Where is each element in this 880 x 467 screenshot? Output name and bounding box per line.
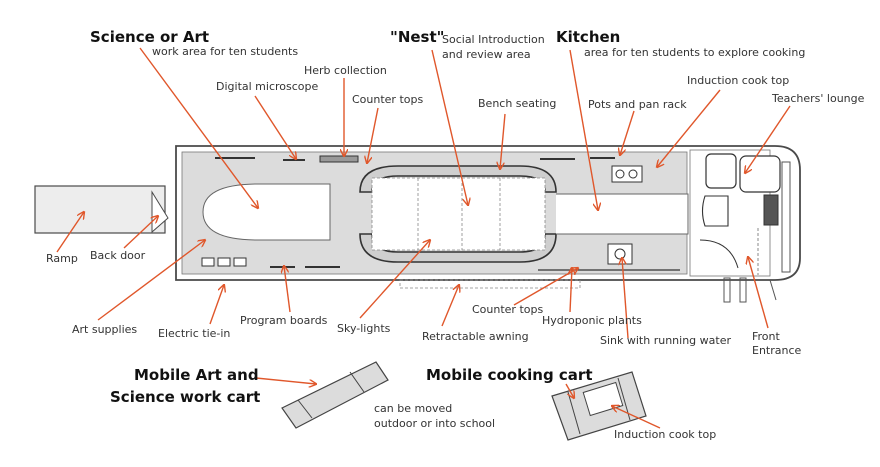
cart-moved-line-2: outdoor or into school	[374, 417, 496, 430]
teachers-lounge-label: Teachers' lounge	[772, 92, 865, 105]
bench-seating-label: Bench seating	[478, 97, 557, 110]
nest-description-line-1: Social Introduction	[442, 33, 545, 46]
front-entrance-line-2: Entrance	[752, 344, 802, 357]
ramp-label: Ramp	[46, 252, 78, 265]
program-boards-label: Program boards	[240, 314, 328, 327]
sink-label: Sink with running water	[600, 334, 731, 347]
counter-tops-bottom-label: Counter tops	[472, 303, 544, 316]
bus-body	[175, 145, 801, 303]
cooking-cart-title: Mobile cooking cart	[426, 366, 593, 384]
electric-tie-in-label: Electric tie-in	[158, 327, 231, 340]
art-supplies-label: Art supplies	[72, 323, 138, 336]
herb-collection-label: Herb collection	[304, 64, 387, 77]
hydroponic-plants-label: Hydroponic plants	[542, 314, 642, 327]
science-art-description: work area for ten students	[152, 45, 299, 58]
counter-tops-top-label: Counter tops	[352, 93, 424, 106]
kitchen-description: area for ten students to explore cooking	[584, 46, 806, 59]
kitchen-title: Kitchen	[556, 28, 621, 46]
art-science-cart-shape	[281, 361, 389, 429]
retractable-awning-label: Retractable awning	[422, 330, 529, 343]
cart-moved-line-1: can be moved	[374, 402, 453, 415]
digital-microscope-label: Digital microscope	[216, 80, 319, 93]
back-door-label: Back door	[90, 249, 146, 262]
induction-cook-top-label: Induction cook top	[687, 74, 790, 87]
nest-description-line-2: and review area	[442, 48, 531, 61]
art-science-cart-title-line-2: Science work cart	[110, 388, 261, 406]
callout-arrows	[56, 47, 791, 429]
pots-pan-rack-label: Pots and pan rack	[588, 98, 687, 111]
induction-cook-top-cart-label: Induction cook top	[614, 428, 717, 441]
sky-lights-label: Sky-lights	[337, 322, 391, 335]
art-science-cart-title-line-1: Mobile Art and	[134, 366, 259, 384]
science-art-title: Science or Art	[90, 28, 210, 46]
front-entrance-line-1: Front	[752, 330, 780, 343]
nest-title: "Nest"	[390, 28, 445, 46]
